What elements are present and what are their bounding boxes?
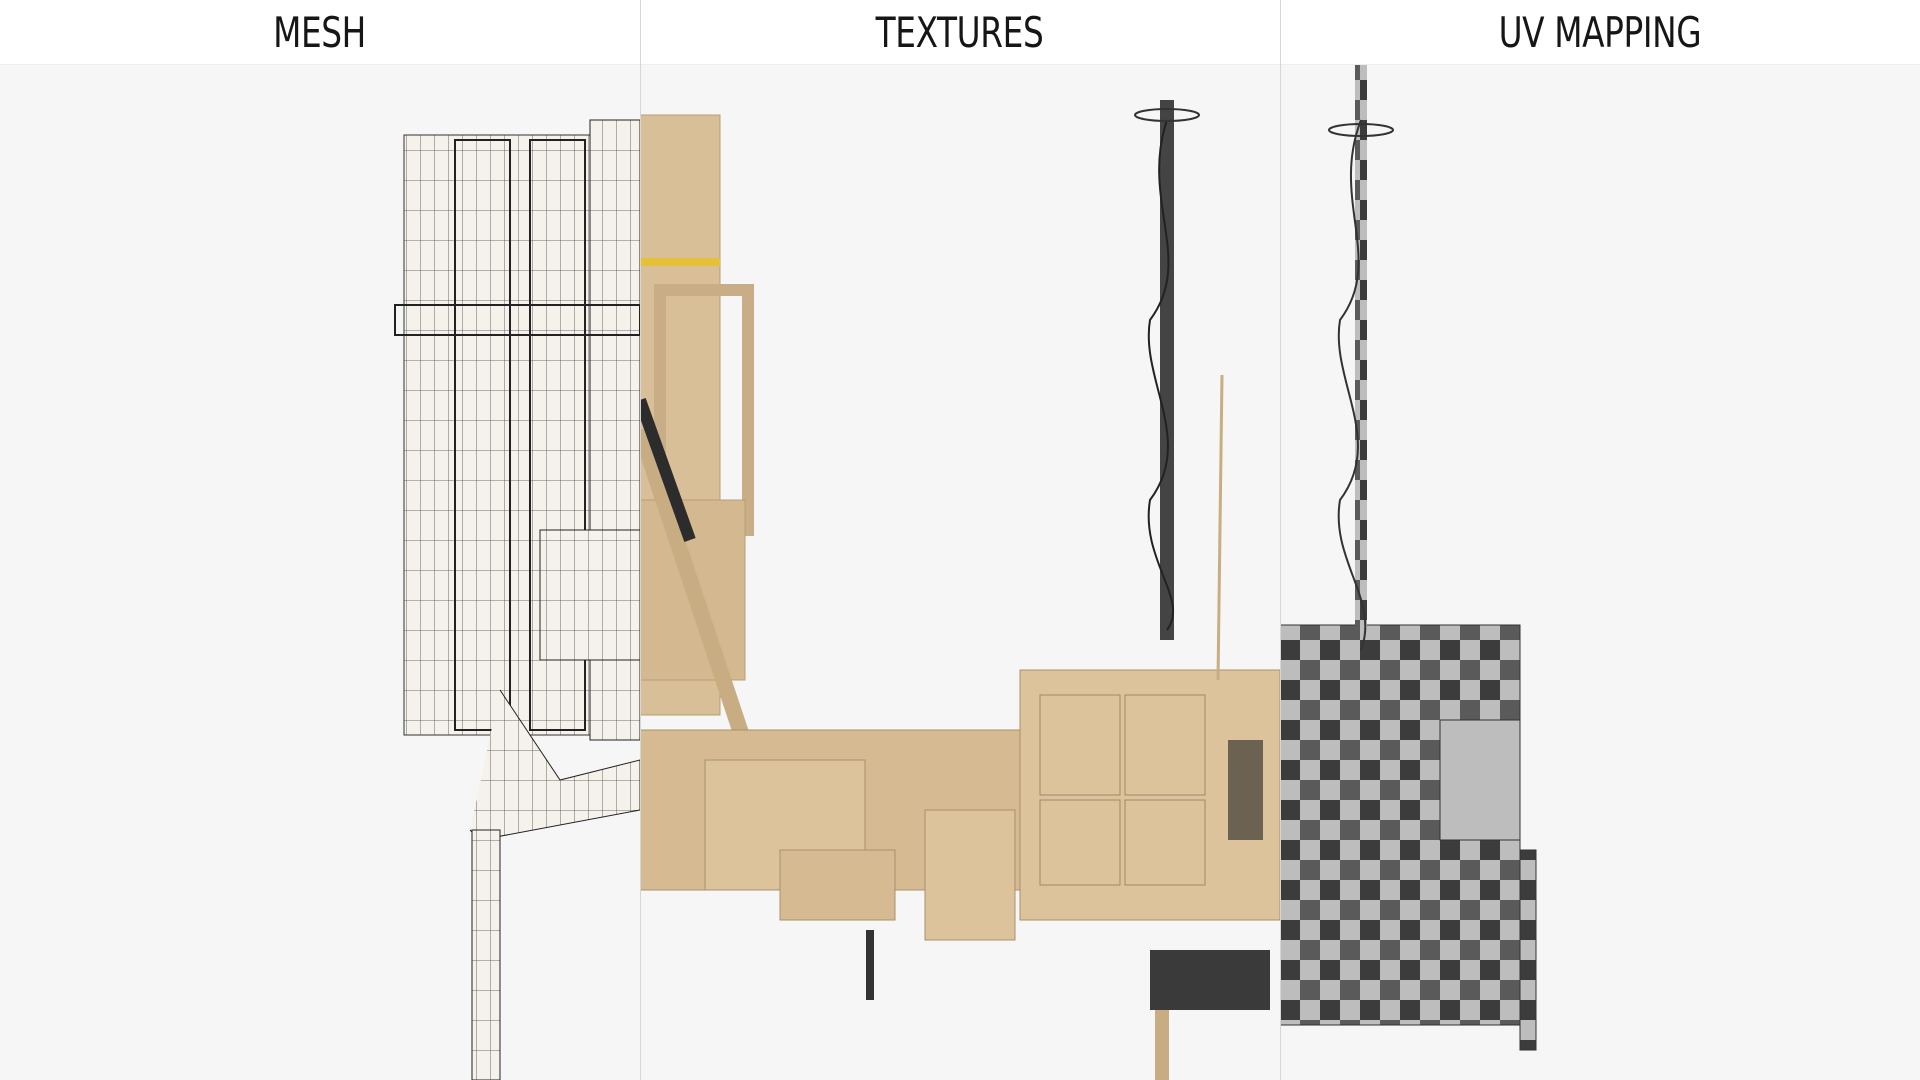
panel-label-mesh: MESH: [273, 7, 367, 57]
uv-checker-model: [1280, 65, 1537, 1051]
panel-label-textures: TEXTURES: [876, 7, 1044, 57]
panel-header-bar: MESH TEXTURES UV MAPPING: [0, 0, 1920, 65]
panel-label-uv-mapping: UV MAPPING: [1498, 7, 1702, 57]
panel-header-textures: TEXTURES: [640, 0, 1280, 65]
textured-model: [640, 100, 1280, 1080]
panel-header-uv-mapping: UV MAPPING: [1280, 0, 1920, 65]
panel-divider: [1280, 0, 1281, 1080]
mesh-wireframe: [394, 119, 640, 1080]
panel-divider: [640, 0, 641, 1080]
panel-header-mesh: MESH: [0, 0, 640, 65]
